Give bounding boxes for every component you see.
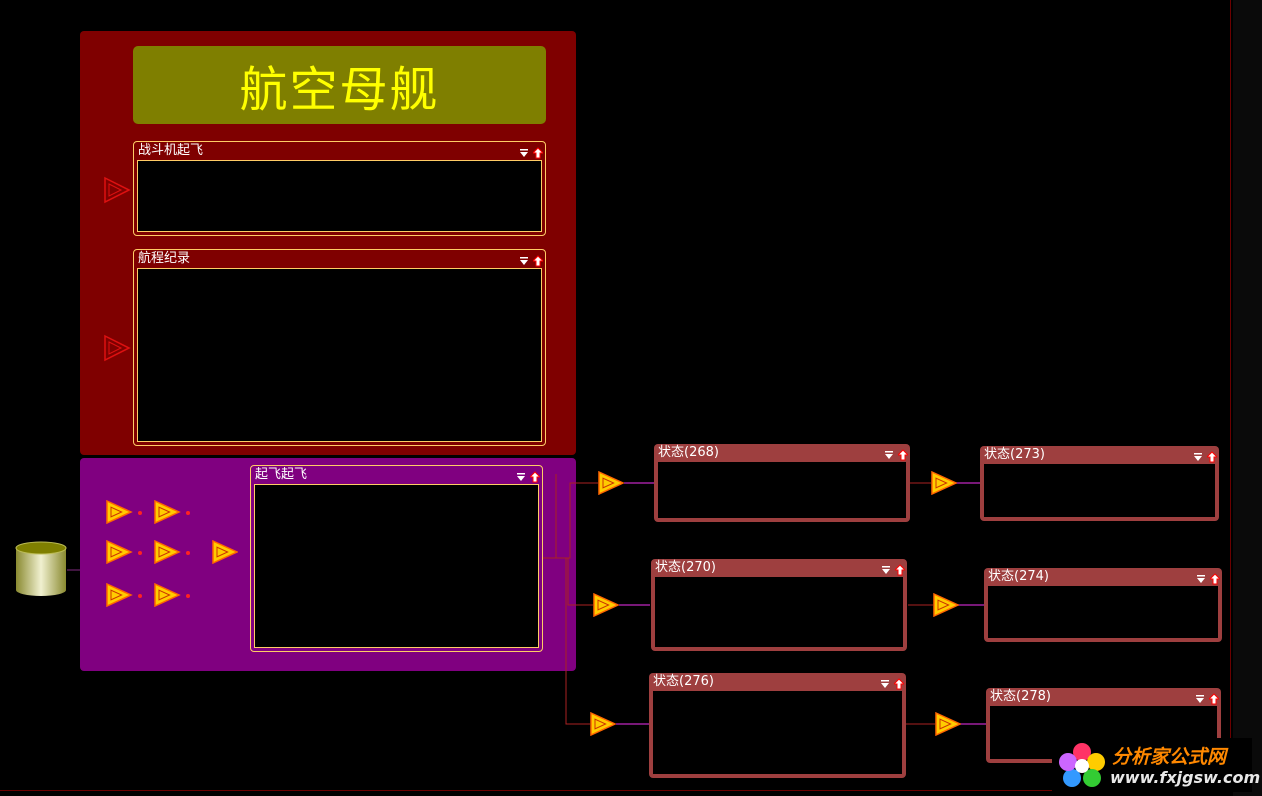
panel-title: 战斗机起飞	[138, 143, 204, 158]
takeoff-panel[interactable]: 起飞起飞	[250, 465, 543, 652]
canvas-right-edge	[1230, 0, 1231, 790]
panel-body	[137, 268, 542, 442]
panel-title: 状态(274)	[988, 569, 1049, 584]
database-cylinder-icon[interactable]	[14, 540, 68, 598]
pin-up-arrow-icon[interactable]	[1207, 690, 1221, 705]
flight-record-panel[interactable]: 航程纪录	[133, 249, 546, 446]
right-scrollbar-area[interactable]	[1233, 0, 1262, 796]
pin-up-arrow-icon[interactable]	[1208, 570, 1222, 585]
state-panel[interactable]: 状态(268)	[654, 444, 910, 522]
panel-body	[254, 484, 539, 648]
dropdown-arrow-icon[interactable]	[1193, 448, 1203, 461]
carrier-title-banner: 航空母舰	[133, 46, 546, 124]
triangle-node-icon[interactable]	[598, 471, 624, 495]
pin-up-arrow-icon[interactable]	[531, 144, 545, 159]
panel-title: 起飞起飞	[255, 467, 308, 482]
page-title: 航空母舰	[239, 62, 440, 118]
panel-title: 航程纪录	[138, 251, 191, 266]
state-panel[interactable]: 状态(270)	[651, 559, 907, 651]
dropdown-arrow-icon[interactable]	[881, 561, 891, 574]
panel-body	[658, 462, 906, 518]
pin-up-arrow-icon[interactable]	[892, 675, 906, 690]
triangle-node-icon[interactable]	[933, 593, 959, 617]
dropdown-arrow-icon[interactable]	[519, 144, 529, 157]
input-node-icon[interactable]	[102, 334, 132, 362]
dropdown-arrow-icon[interactable]	[1196, 570, 1206, 583]
triangle-node-icon[interactable]	[154, 583, 196, 607]
triangle-node-icon[interactable]	[106, 583, 148, 607]
canvas-bottom-edge	[0, 790, 1232, 791]
dropdown-arrow-icon[interactable]	[519, 252, 529, 265]
watermark-name: 分析家公式网	[1112, 746, 1227, 768]
triangle-node-icon[interactable]	[590, 712, 616, 736]
panel-title: 状态(270)	[655, 560, 716, 575]
pin-up-arrow-icon[interactable]	[893, 561, 907, 576]
state-panel[interactable]: 状态(274)	[984, 568, 1222, 642]
panel-title: 状态(276)	[653, 674, 714, 689]
dropdown-arrow-icon[interactable]	[1195, 690, 1205, 703]
pin-up-arrow-icon[interactable]	[896, 446, 910, 461]
panel-body	[653, 691, 902, 774]
triangle-node-icon[interactable]	[154, 540, 196, 564]
pin-up-arrow-icon[interactable]	[528, 468, 542, 483]
panel-body	[655, 577, 903, 647]
triangle-node-icon[interactable]	[593, 593, 619, 617]
watermark-url: www.fxjgsw.com	[1110, 768, 1261, 787]
panel-body	[137, 160, 542, 232]
panel-title: 状态(278)	[990, 689, 1051, 704]
fighter-takeoff-panel[interactable]: 战斗机起飞	[133, 141, 546, 236]
panel-title: 状态(273)	[984, 447, 1045, 462]
pin-up-arrow-icon[interactable]	[1205, 448, 1219, 463]
panel-body	[984, 464, 1215, 517]
triangle-node-icon[interactable]	[931, 471, 957, 495]
flower-logo-icon	[1059, 743, 1105, 787]
triangle-node-icon[interactable]	[212, 540, 238, 564]
triangle-node-icon[interactable]	[935, 712, 961, 736]
dropdown-arrow-icon[interactable]	[516, 468, 526, 481]
state-panel[interactable]: 状态(276)	[649, 673, 906, 778]
dropdown-arrow-icon[interactable]	[884, 446, 894, 459]
triangle-node-icon[interactable]	[154, 500, 196, 524]
triangle-node-icon[interactable]	[106, 500, 148, 524]
state-panel[interactable]: 状态(273)	[980, 446, 1219, 521]
triangle-node-icon[interactable]	[106, 540, 148, 564]
dropdown-arrow-icon[interactable]	[880, 675, 890, 688]
input-node-icon[interactable]	[102, 176, 132, 204]
panel-body	[988, 586, 1218, 638]
panel-title: 状态(268)	[658, 445, 719, 460]
watermark: 分析家公式网 www.fxjgsw.com	[1052, 738, 1260, 792]
pin-up-arrow-icon[interactable]	[531, 252, 545, 267]
